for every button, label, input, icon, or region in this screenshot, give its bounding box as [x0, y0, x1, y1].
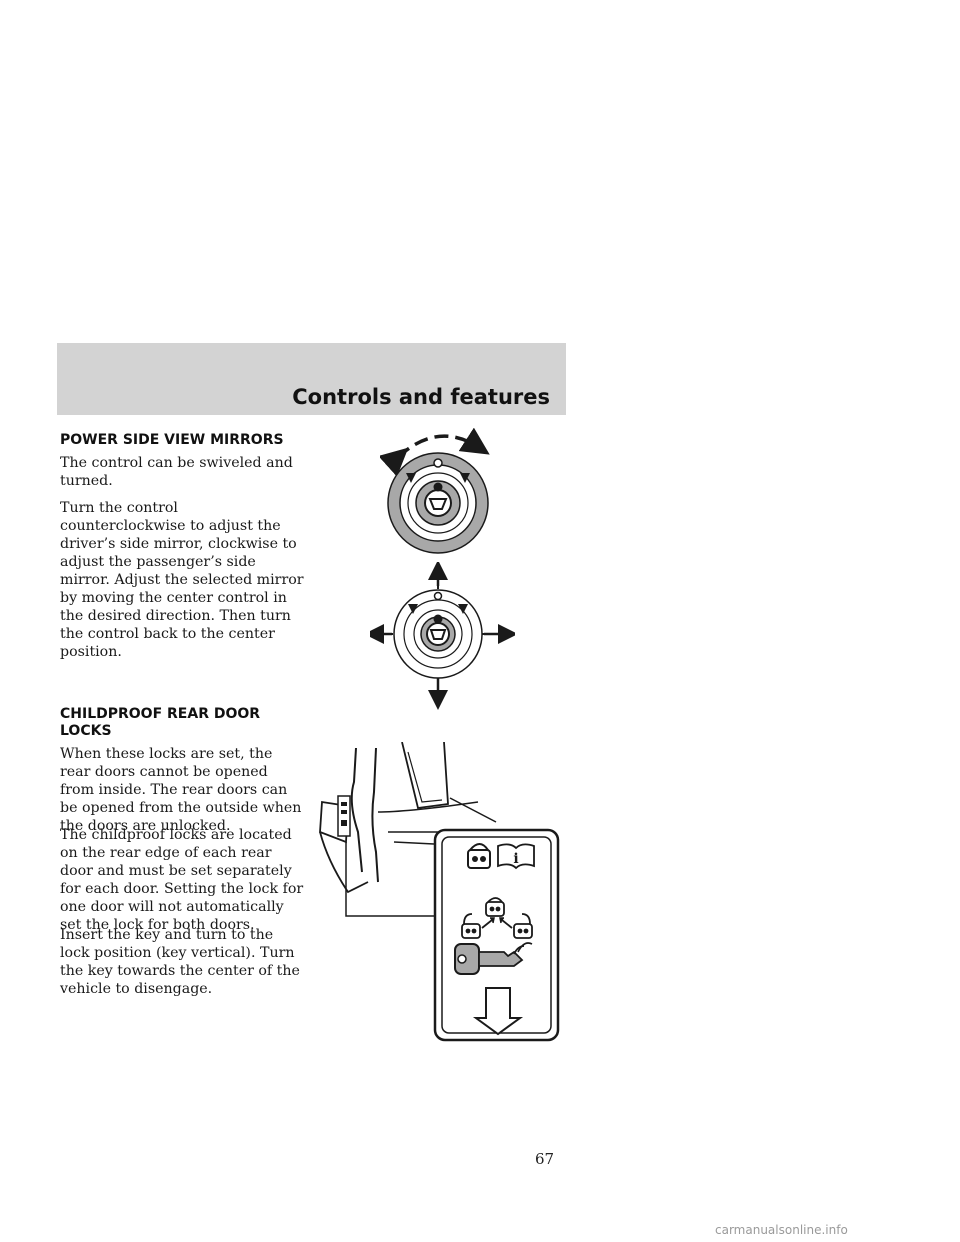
childproof-lock-illustration-icon: i [319, 742, 560, 1042]
page-number: 67 [535, 1150, 555, 1168]
childlocks-paragraph-2: The childproof locks are located on the … [60, 827, 304, 933]
childlocks-paragraph-1: When these locks are set, the rear doors… [60, 746, 302, 834]
watermark-text: carmanualsonline.info [715, 1223, 848, 1237]
childlocks-heading-line-1: CHILDPROOF REAR DOOR [60, 706, 261, 722]
mirrors-paragraph-2: Turn the control counterclockwise to adj… [60, 500, 304, 660]
mirror-control-swivel-icon [380, 427, 490, 554]
mirrors-paragraph-1: The control can be swiveled and turned. [60, 455, 293, 489]
childlocks-heading: CHILDPROOF REAR DOOR LOCKS [60, 706, 260, 740]
section-title: Controls and features [292, 385, 550, 409]
mirror-control-move-icon [370, 562, 515, 710]
section-header-band: Controls and features [57, 343, 566, 415]
mirrors-heading: POWER SIDE VIEW MIRRORS [60, 432, 284, 448]
childlocks-heading-line-2: LOCKS [60, 723, 112, 739]
childlocks-paragraph-3: Insert the key and turn to the lock posi… [60, 927, 300, 997]
info-glyph: i [513, 851, 518, 867]
